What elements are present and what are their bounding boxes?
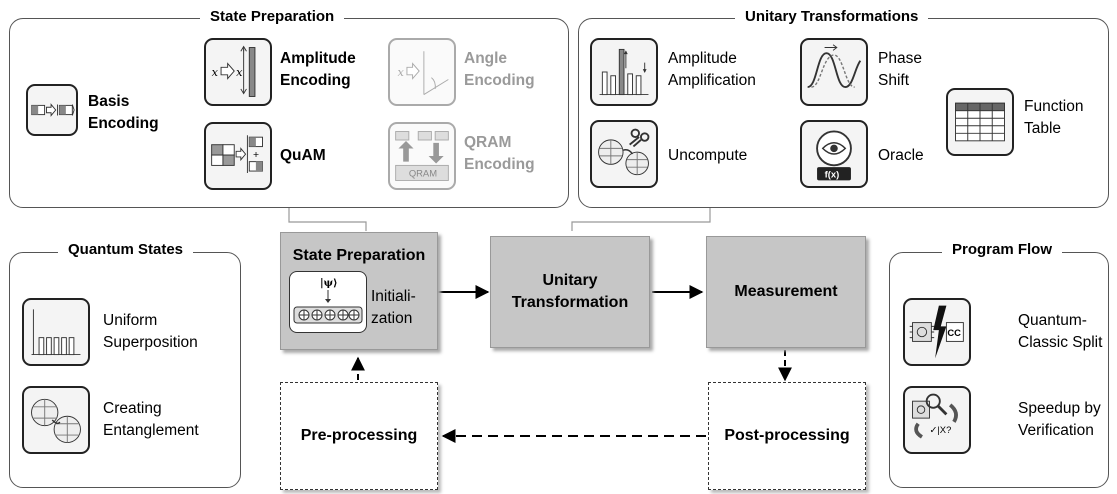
state-preparation-panel-title: State Preparation <box>200 8 345 25</box>
state-preparation-box[interactable]: State Preparation |ψ⟩ Initiali- zation <box>280 232 438 350</box>
speedup-verification-icon-text: ✓|X? <box>929 424 951 435</box>
creating-entanglement-label: Creating Entanglement <box>103 400 199 439</box>
pre-processing-box[interactable]: Pre-processing <box>280 382 438 490</box>
oracle-icon-text: f(x) <box>825 169 840 180</box>
quam-label: QuAM <box>280 147 326 164</box>
quantum-classic-split-icon[interactable]: CC <box>903 298 971 366</box>
state-prep-panel-connector <box>288 208 367 231</box>
unitary-transformations-panel-title: Unitary Transformations <box>735 8 929 25</box>
quantum-classic-split-label: Quantum- Classic Split <box>1018 312 1103 351</box>
pre-processing-label: Pre-processing <box>300 427 418 444</box>
angle-encoding-label: Angle Encoding <box>464 50 535 89</box>
unitary-panel-connector <box>571 208 711 231</box>
svg-text:+: + <box>253 150 259 161</box>
amplitude-amplification-icon[interactable] <box>590 38 658 106</box>
amplitude-amplification-label: Amplitude Amplification <box>668 50 756 89</box>
function-table-label: Function Table <box>1024 98 1084 137</box>
qram-encoding-label: QRAM Encoding <box>464 134 535 173</box>
state-preparation-box-title: State Preparation <box>292 247 426 264</box>
uncompute-icon[interactable] <box>590 120 658 188</box>
qram-encoding-icon[interactable]: QRAM <box>388 122 456 190</box>
amplitude-encoding-icon[interactable]: x x <box>204 38 272 106</box>
initialization-label: Initiali- zation <box>371 288 416 327</box>
phase-shift-label: Phase Shift <box>878 50 922 89</box>
qram-icon-text: QRAM <box>409 168 437 179</box>
svg-text:x: x <box>236 66 243 79</box>
basis-encoding-label: Basis Encoding <box>88 93 159 132</box>
oracle-label: Oracle <box>878 147 924 164</box>
angle-encoding-icon[interactable]: x <box>388 38 456 106</box>
program-flow-panel-title: Program Flow <box>942 241 1063 258</box>
uniform-superposition-label: Uniform Superposition <box>103 312 198 351</box>
uncompute-label: Uncompute <box>668 147 748 164</box>
phase-shift-icon[interactable] <box>800 38 868 106</box>
quantum-classic-split-icon-text: CC <box>947 327 961 338</box>
uniform-superposition-icon[interactable] <box>22 298 90 366</box>
svg-text:x: x <box>212 66 219 79</box>
unitary-transformation-box[interactable]: Unitary Transformation <box>490 236 650 348</box>
initialization-icon: |ψ⟩ <box>289 271 367 333</box>
function-table-icon[interactable] <box>946 88 1014 156</box>
measurement-label: Measurement <box>734 283 838 300</box>
creating-entanglement-icon[interactable] <box>22 386 90 454</box>
post-processing-label: Post-processing <box>724 427 850 444</box>
basis-encoding-icon[interactable] <box>26 84 78 136</box>
speedup-verification-label: Speedup by Verification <box>1018 400 1101 439</box>
speedup-verification-icon[interactable]: ✓|X? <box>903 386 971 454</box>
oracle-icon[interactable]: f(x) <box>800 120 868 188</box>
state-preparation-panel <box>9 18 569 208</box>
svg-text:x: x <box>398 66 405 79</box>
post-processing-box[interactable]: Post-processing <box>708 382 866 490</box>
unitary-transformation-label: Unitary Transformation <box>511 272 629 311</box>
measurement-box[interactable]: Measurement <box>706 236 866 348</box>
amplitude-encoding-label: Amplitude Encoding <box>280 50 356 89</box>
quam-icon[interactable]: + <box>204 122 272 190</box>
initialization-ket: |ψ⟩ <box>320 278 338 289</box>
quantum-states-panel-title: Quantum States <box>58 241 194 258</box>
